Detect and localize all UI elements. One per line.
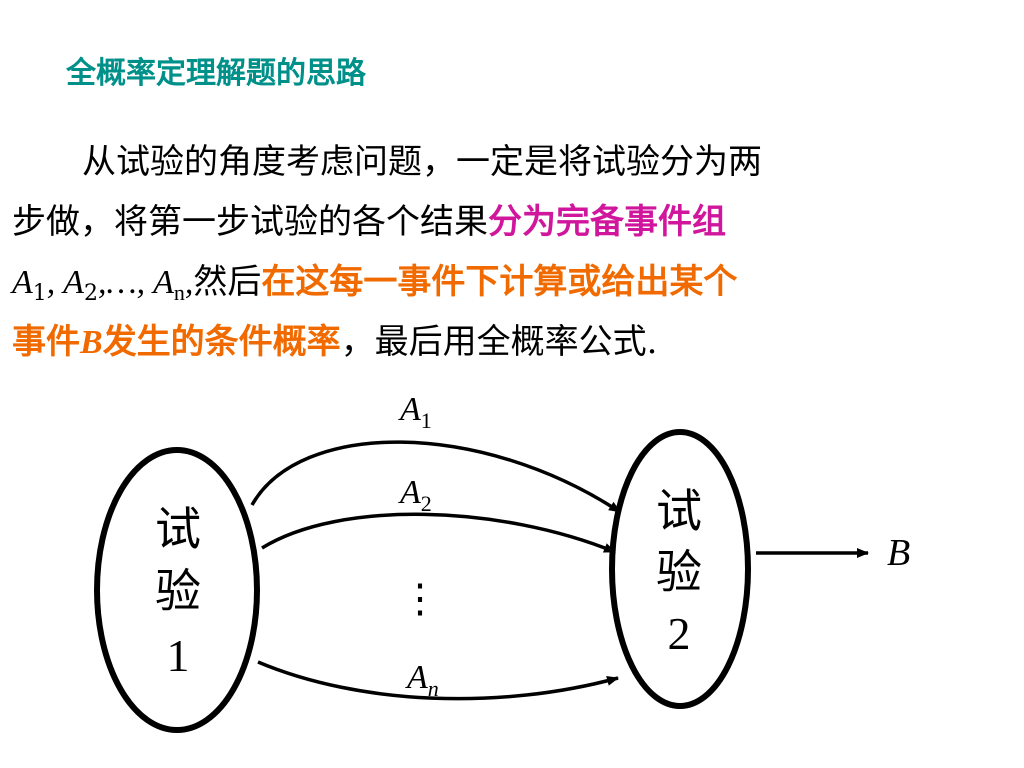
then-text: 然后 [193,262,262,302]
edge-a1-letter: A [398,391,421,428]
explanation-paragraph: 从试验的角度考虑问题，一定是将试验分为两 步做，将第一步试验的各个结果分为完备事… [12,132,1008,372]
experiment-2-node [609,429,751,709]
edge-an-letter: A [405,659,428,696]
event-a2: A [63,264,84,301]
edge-a2-arrow [261,512,616,554]
line4-text: ，最后用全概率公式. [340,322,658,362]
edge-an-sub: n [428,676,439,701]
compute-highlight: 在这每一事件下计算或给出某个 [261,262,738,302]
edge-a2-sub: 2 [421,491,432,516]
event-an-sub: n [173,280,185,305]
experiment-1-node [94,447,260,733]
experiment-1-label-line2: 验 [155,566,201,617]
complete-event-group-highlight: 分为完备事件组 [488,202,726,242]
event-highlight-a: 事件 [12,322,80,362]
events-sep-1: , [46,264,64,301]
vertical-ellipsis: ⋮ [400,576,440,621]
event-b-highlight: B [80,324,103,361]
edge-a2-letter: A [398,474,421,511]
events-sep-2: ,…, [97,264,154,301]
edge-a1-label: A1 [398,391,432,433]
experiment-2-label-line1: 试 [656,486,702,537]
paragraph-line-4: 事件B发生的条件概率，最后用全概率公式. [12,312,1008,372]
events-sep-3: , [184,264,194,301]
edge-a1-arrow [250,440,621,514]
outcome-b-label: B [887,532,910,574]
line2-text: 步做，将第一步试验的各个结果 [12,202,488,242]
experiment-1-label-line3: 1 [167,630,190,681]
edge-an-label: An [405,659,439,701]
paragraph-line-1: 从试验的角度考虑问题，一定是将试验分为两 [82,142,762,182]
event-a1: A [12,264,33,301]
event-a1-sub: 1 [32,281,47,306]
edge-a1-sub: 1 [421,408,432,433]
paragraph-line-2: 步做，将第一步试验的各个结果分为完备事件组 [12,192,1008,252]
experiment-1-label-line1: 试 [155,504,201,555]
experiment-2-label-line2: 验 [656,547,702,598]
event-a2-sub: 2 [83,281,98,306]
edge-a2-label: A2 [398,474,432,516]
conditional-probability-highlight: 发生的条件概率 [102,322,341,362]
paragraph-line-3: A1, A2,…, An,然后在这每一事件下计算或给出某个 [12,252,1008,312]
experiment-2-label-line3: 2 [668,608,691,659]
edge-an-arrow [257,660,619,701]
event-an: A [153,264,174,301]
page-title: 全概率定理解题的思路 [66,56,366,91]
